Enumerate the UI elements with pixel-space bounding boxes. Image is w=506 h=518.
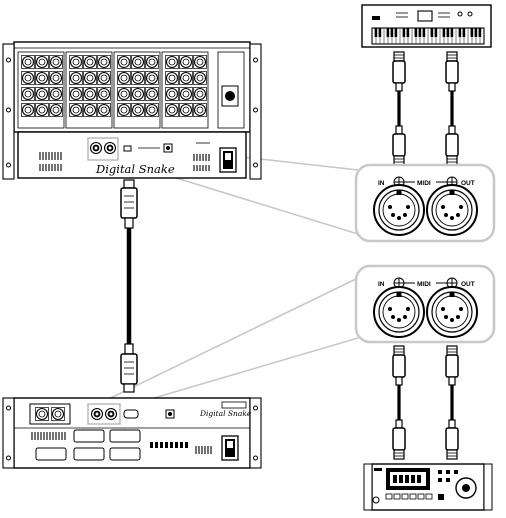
black-key[interactable] (378, 28, 382, 37)
recorder-rack-ear-left (363, 463, 373, 511)
black-key[interactable] (458, 28, 462, 37)
midi-panel-bottom-out-jack[interactable] (426, 286, 478, 338)
black-key[interactable] (442, 28, 446, 37)
keyboard-cable-in (444, 50, 460, 167)
black-key[interactable] (434, 28, 438, 37)
input-card-slots (17, 51, 245, 129)
callout-line-bottom-b (119, 337, 359, 409)
midi-panel-top-in-jack[interactable] (373, 184, 425, 236)
stage-box: Digital Snake (2, 41, 262, 180)
foh-rack-ear-left (2, 397, 15, 469)
recorder-transport-buttons[interactable] (385, 493, 433, 500)
foh-vent-grille (31, 432, 66, 440)
recorder-rack-ear-right (483, 463, 493, 511)
dsub-connectors (35, 429, 141, 461)
black-key[interactable] (474, 28, 478, 37)
foh-vent-right (195, 446, 212, 454)
foh-brand: Digital Snake (199, 409, 252, 418)
keyboard-logo (372, 16, 380, 20)
black-key[interactable] (374, 28, 378, 37)
foh-switch-bank[interactable] (150, 442, 188, 448)
black-key[interactable] (418, 28, 422, 37)
midi-panel-top-in-label: IN (378, 180, 385, 187)
midi-panel-bottom-out-label: OUT (461, 281, 475, 288)
black-key[interactable] (406, 28, 410, 37)
keyboard-display (417, 10, 433, 22)
black-key[interactable] (462, 28, 466, 37)
foh-rack-ear-right (249, 397, 262, 469)
midi-port-highlight (87, 137, 119, 161)
black-key[interactable] (386, 28, 390, 37)
midi-panel-bottom-in-jack[interactable] (373, 286, 425, 338)
black-key[interactable] (478, 28, 482, 37)
recorder-cable-out (444, 344, 460, 461)
stage-box-brand: Digital Snake (95, 162, 175, 176)
black-key[interactable] (470, 28, 474, 37)
midi-panel-bottom-midi-label: MIDI (417, 281, 431, 288)
black-key[interactable] (450, 28, 454, 37)
black-key[interactable] (390, 28, 394, 37)
midi-out-port[interactable] (103, 141, 117, 155)
foh-unit: Digital Snake (2, 397, 262, 469)
keyboard-cable-out (391, 50, 407, 167)
keyboard-midi-cables (391, 50, 460, 167)
black-key[interactable] (402, 28, 406, 37)
midi-panel-bottom: IN MIDI OUT (354, 264, 496, 344)
recorder-cable-in (391, 344, 407, 461)
black-key[interactable] (422, 28, 426, 37)
foh-serial-port[interactable] (123, 409, 139, 419)
snake-cable (120, 179, 138, 393)
midi-panel-top: IN MIDI OUT (354, 163, 496, 243)
stage-box-lower-panel (17, 131, 247, 179)
vent-grille-right (193, 154, 210, 171)
foh-midi-out-port[interactable] (104, 407, 118, 421)
foh-midi-port-highlight (87, 403, 121, 425)
black-key[interactable] (394, 28, 398, 37)
midi-keyboard (361, 4, 492, 48)
black-key[interactable] (430, 28, 434, 37)
midi-panel-top-out-jack[interactable] (426, 184, 478, 236)
midi-panel-top-out-label: OUT (461, 180, 475, 187)
keyboard-keys (371, 28, 485, 44)
midi-in-port[interactable] (89, 141, 103, 155)
midi-panel-bottom-in-label: IN (378, 281, 385, 288)
midi-panel-top-midi-label: MIDI (417, 180, 431, 187)
black-key[interactable] (446, 28, 450, 37)
callout-line-bottom-a (89, 277, 359, 409)
multitrack-recorder (363, 463, 493, 511)
control-button[interactable] (123, 145, 132, 152)
foh-midi-in-port[interactable] (90, 407, 104, 421)
foh-label-plate (221, 401, 247, 409)
black-key[interactable] (414, 28, 418, 37)
recorder-midi-cables (391, 344, 460, 461)
vent-grille-left (39, 152, 62, 171)
